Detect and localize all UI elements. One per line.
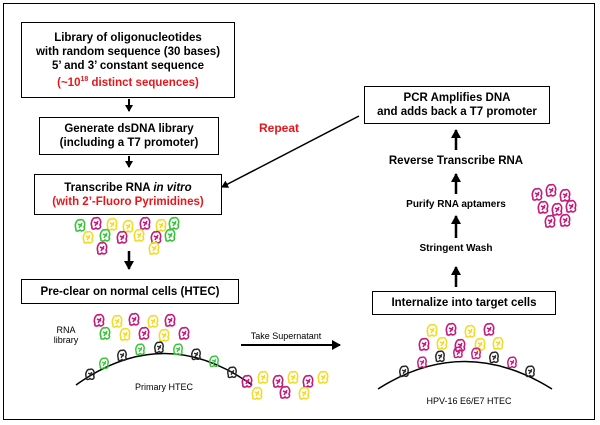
aptamer-glyph [544,214,556,228]
aptamer-glyph [135,343,145,356]
aptamer-glyph [418,337,430,351]
transcribe-line-2: (with 2’-Fluoro Pyrimidines) [52,195,204,208]
dsdna-line-2: (including a T7 promoter) [59,137,199,149]
aptamer-glyph [551,202,563,216]
aptamer-glyph [164,228,176,242]
aptamer-glyph [483,322,495,336]
transcribe-line-1: Transcribe RNA in vitro [64,181,192,194]
aptamer-glyphs [74,183,577,400]
aptamer-glyph [464,324,476,338]
aptamer-glyph [537,200,549,214]
repeat-label: Repeat [259,121,300,135]
pcr-box: PCR Amplifies DNA and adds back a T7 pro… [364,86,550,124]
diagram-graphics [74,99,577,400]
aptamer-glyph [191,348,201,361]
aptamer-glyph [227,366,237,379]
aptamer-glyph [525,365,535,378]
aptamer-glyph [257,370,269,384]
aptamer-glyph [565,199,577,213]
aptamer-glyph [436,336,448,350]
aptamer-glyph [317,370,329,384]
take-supernatant-label: Take Supernatant [250,331,322,341]
aptamer-glyph [99,357,109,370]
aptamer-glyph [99,326,111,340]
aptamer-glyph [168,216,180,230]
preclear-box: Pre-clear on normal cells (HTEC) [21,279,239,304]
stringent-wash-label: Stringent Wash [419,243,493,254]
aptamer-glyph [531,187,543,201]
aptamer-glyph [559,213,571,227]
aptamer-glyph [133,228,145,242]
aptamer-glyph [489,351,499,364]
hpv-htec-label: HPV-16 E6/E7 HTEC [426,396,512,406]
preclear-label: Pre-clear on normal cells (HTEC) [40,285,220,298]
aptamer-glyph [155,218,167,232]
aptamer-glyph [471,347,481,360]
internalize-label: Internalize into target cells [391,297,537,309]
library-line-4: (~1018 distinct sequences) [57,75,199,89]
aptamer-glyph [82,230,94,244]
aptamer-glyph [272,374,284,388]
aptamer-glyph [158,328,170,342]
aptamer-glyph [122,219,134,233]
aptamer-glyph [150,230,162,244]
aptamer-glyph [164,313,176,327]
reverse-transcribe-label: Reverse Transcribe RNA [388,155,524,167]
aptamer-glyph [90,216,102,230]
aptamer-glyph [173,343,183,356]
library-line-2: with random sequence (30 bases) [35,45,221,58]
pcr-line-2: and adds back a T7 promoter [377,106,537,118]
aptamer-glyph [399,365,409,378]
rna-library-label: RNA library [53,325,79,345]
aptamer-glyph [128,312,140,326]
aptamer-glyph [241,374,253,388]
transcribe-box: Transcribe RNA in vitro (with 2’-Fluoro … [34,174,222,215]
aptamer-glyph [507,356,517,369]
library-line-3: 5’ and 3’ constant sequence [51,59,205,72]
aptamer-glyph [298,386,310,400]
aptamer-glyph [148,241,160,255]
dsdna-line-1: Generate dsDNA library [64,123,194,135]
aptamer-glyph [492,336,504,350]
aptamer-glyph [435,350,445,363]
purify-label: Purify RNA aptamers [406,199,506,210]
aptamer-glyph [85,368,95,381]
aptamer-glyph [96,241,108,255]
pcr-line-1: PCR Amplifies DNA [403,92,511,104]
aptamer-glyph [119,327,131,341]
aptamer-glyph [209,355,219,368]
aptamer-glyph [251,386,263,400]
aptamer-glyph [417,356,427,369]
aptamer-glyph [147,314,159,328]
aptamer-glyph [474,337,486,351]
library-box: Library of oligonucleotides with random … [21,22,235,98]
internalize-box: Internalize into target cells [372,291,556,315]
aptamer-glyph [111,314,123,328]
aptamer-glyph [453,346,463,359]
primary-htec-label: Primary HTEC [135,382,193,392]
aptamer-glyph [99,228,111,242]
library-line-1: Library of oligonucleotides [54,31,202,44]
arrow-repeat [221,115,360,188]
aptamer-glyph [74,218,86,232]
aptamer-glyph [138,326,150,340]
aptamer-glyph [559,188,571,202]
aptamer-glyph [426,323,438,337]
aptamer-glyph [106,217,118,231]
aptamer-glyph [445,322,457,336]
dsdna-box: Generate dsDNA library (including a T7 p… [39,117,219,155]
target-htec-membrane [377,360,553,390]
aptamer-glyph [93,313,105,327]
aptamer-glyph [279,385,291,399]
aptamer-glyph [545,183,557,197]
aptamer-glyph [302,374,314,388]
aptamer-glyph [116,230,128,244]
aptamer-glyph [454,338,466,352]
diagram-frame: Library of oligonucleotides with random … [3,3,595,420]
aptamer-glyph [154,341,164,354]
aptamer-glyph [178,326,190,340]
aptamer-glyph [117,349,127,362]
aptamer-glyph [287,370,299,384]
aptamer-glyph [139,216,151,230]
